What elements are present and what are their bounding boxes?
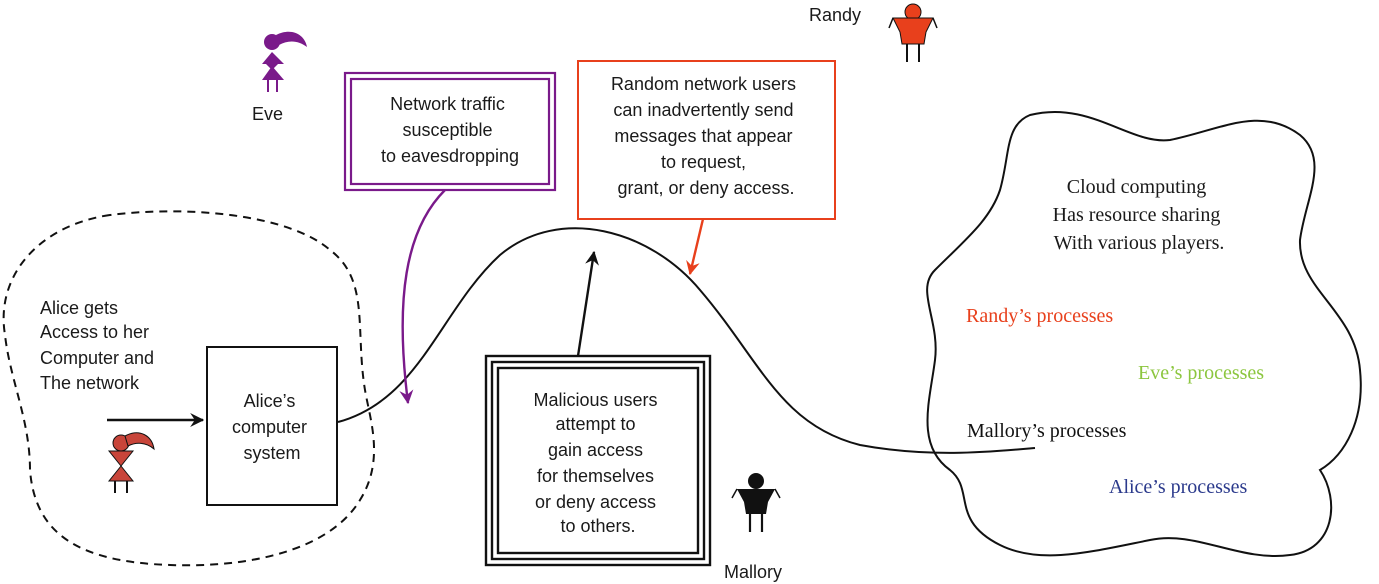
cloud-boundary	[926, 110, 1362, 557]
alice-system-text: Alice’s computer system	[232, 391, 312, 463]
randy-processes: Randy’s processes	[966, 305, 1113, 327]
mallory-box-outer	[484, 354, 712, 567]
mallory-figure-icon	[731, 473, 781, 532]
eve-figure-icon	[262, 31, 307, 92]
network-line	[337, 227, 1036, 454]
alice-system-box	[206, 346, 338, 506]
alice-figure-icon	[107, 432, 155, 493]
mallory-box-middle	[490, 360, 706, 561]
randy-box	[577, 60, 836, 220]
eve-arrow	[399, 189, 446, 405]
cloud-description: Cloud computing Has resource sharing Wit…	[1053, 176, 1226, 254]
eve-box-outer	[343, 71, 557, 192]
alice-processes: Alice’s processes	[1109, 476, 1248, 498]
alice-boundary	[2, 210, 375, 567]
eve-box-text: Network traffic susceptible to eavesdrop…	[381, 94, 519, 166]
mallory-name: Mallory	[724, 562, 782, 582]
eve-box-inner	[349, 77, 551, 186]
randy-figure-icon	[888, 3, 938, 62]
mallory-box-inner	[496, 366, 700, 555]
mallory-box-text: Malicious users attempt to gain access f…	[533, 390, 662, 536]
randy-name: Randy	[809, 5, 861, 25]
eve-name: Eve	[252, 104, 283, 124]
randy-box-text: Random network users can inadvertently s…	[611, 74, 801, 198]
mallory-processes: Mallory’s processes	[967, 420, 1127, 442]
eve-processes: Eve’s processes	[1138, 362, 1264, 384]
mallory-arrow	[576, 250, 599, 357]
randy-arrow	[686, 218, 705, 276]
alice-note: Alice gets Access to her Computer and Th…	[40, 298, 159, 393]
